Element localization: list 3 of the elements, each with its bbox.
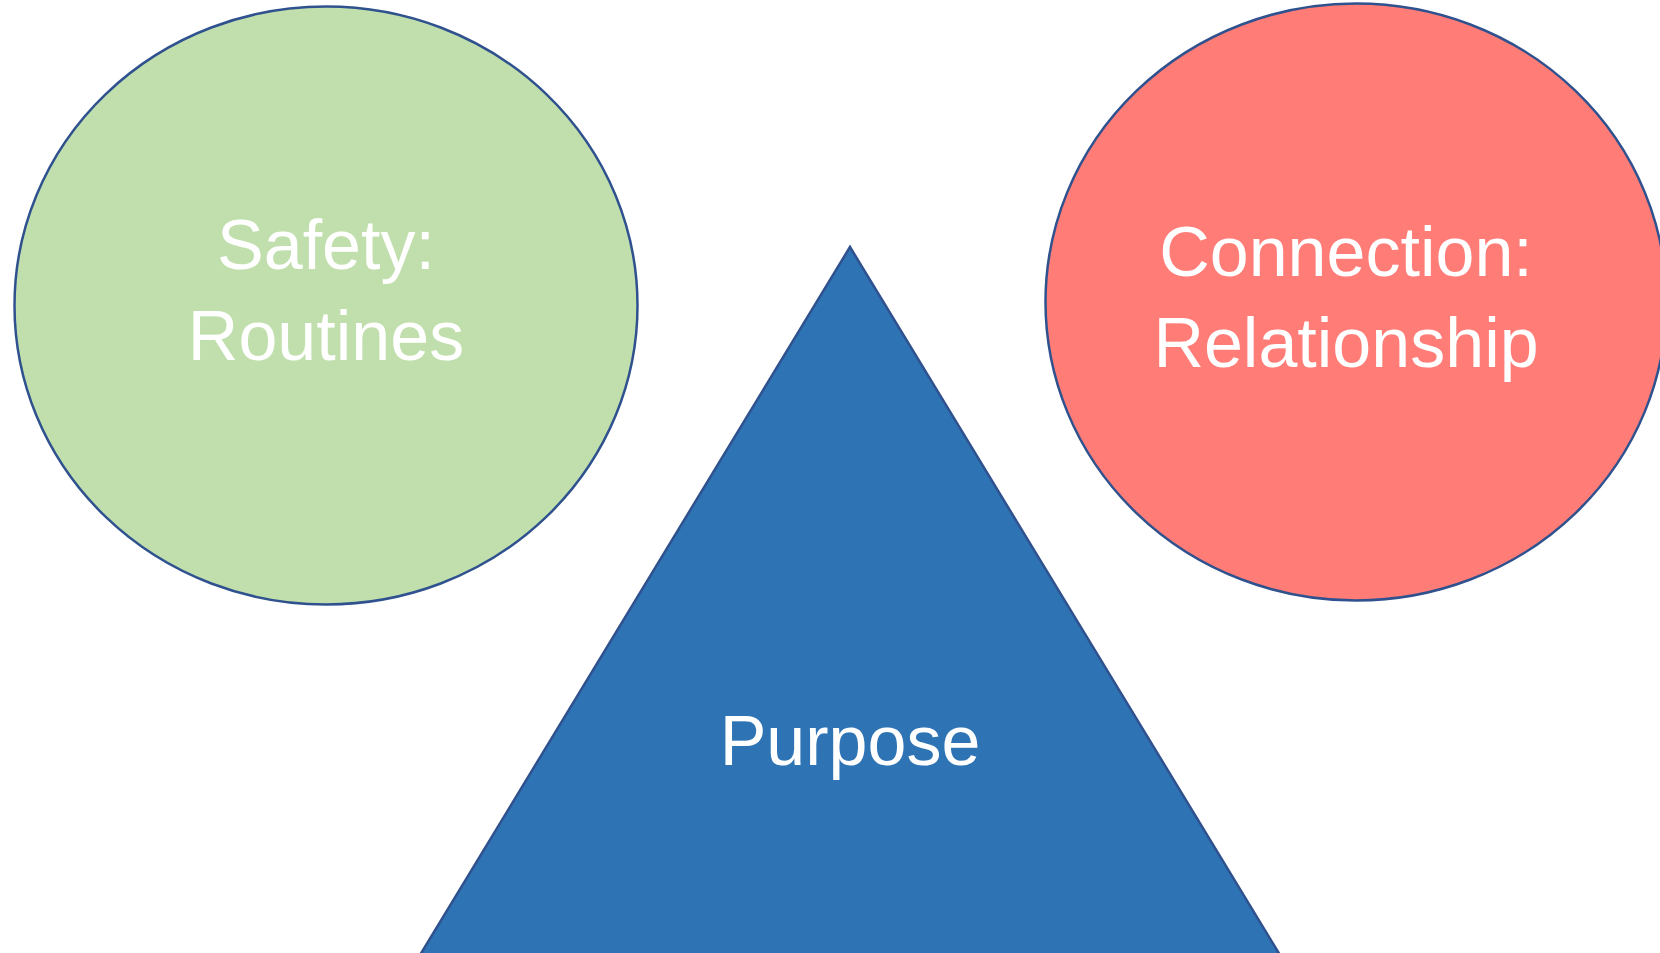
shape-label: Purpose bbox=[718, 701, 982, 782]
shape-label: Safety: Routines bbox=[186, 205, 466, 377]
shape-label: Connection: Relationship bbox=[1152, 212, 1540, 384]
